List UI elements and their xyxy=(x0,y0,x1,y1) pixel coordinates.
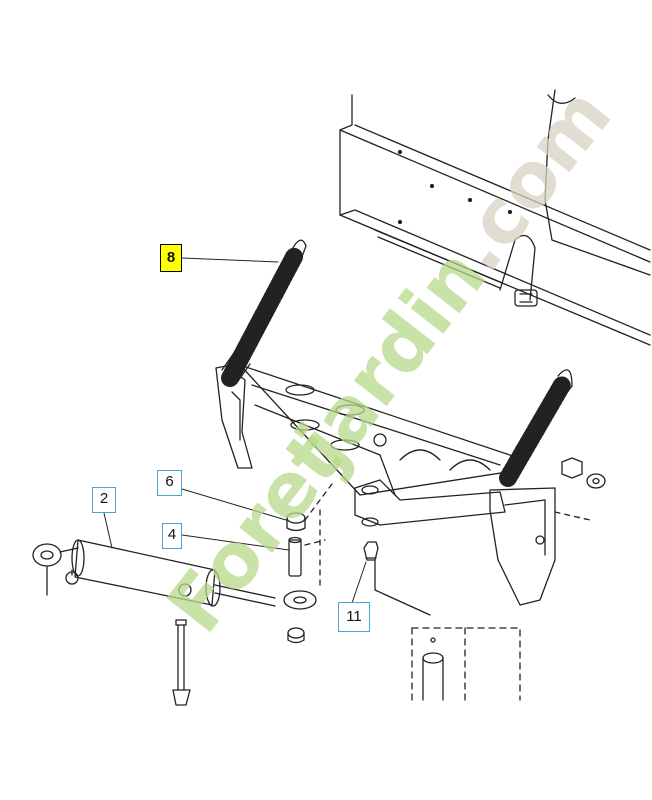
watermark: Foret jardin .com xyxy=(150,71,629,649)
watermark-text-2: jardin xyxy=(277,232,503,486)
long-pin xyxy=(172,619,191,706)
leader-lines xyxy=(103,257,367,604)
watermark-text-3: .com xyxy=(432,71,629,288)
callout-4: 4 xyxy=(162,523,182,549)
callout-2: 2 xyxy=(92,487,116,513)
hydraulic-cylinder xyxy=(32,539,317,610)
nut-washer xyxy=(561,457,606,489)
spring-right xyxy=(499,369,573,487)
callout-11: 11 xyxy=(338,602,370,632)
bolt-11 xyxy=(363,541,379,561)
callout-6: 6 xyxy=(157,470,182,496)
bushing-and-pin xyxy=(286,512,306,644)
mounting-frame xyxy=(215,364,556,606)
assembly-lines xyxy=(71,479,591,591)
callout-8: 8 xyxy=(160,244,182,272)
lower-mount xyxy=(374,559,521,701)
plow-blade xyxy=(339,89,651,346)
